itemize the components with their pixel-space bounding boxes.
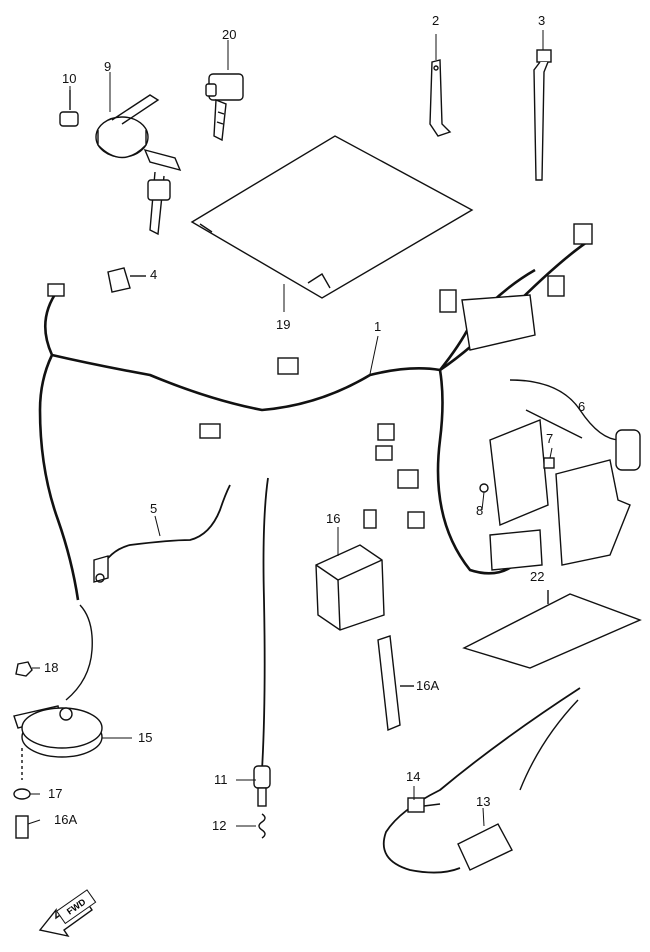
relay-part-16 [315,544,385,631]
clip-part-4 [107,267,146,293]
callout-10: 10 [62,71,77,86]
callout-18: 17 [48,786,63,801]
fuse-box-part-6 [479,379,641,571]
callout-2: 2 [432,13,440,28]
callout-21: 20 [222,27,237,42]
lead-wire-part-13 [382,687,581,874]
callout-3: 3 [538,13,546,28]
callout-11: 11 [214,772,228,787]
callout-16: 16 [326,511,341,526]
callout-16a: 16A [416,678,440,693]
switch-part-11 [253,477,271,839]
clamp-part-2 [429,59,452,137]
callout-1: 1 [374,319,382,334]
callout-7: 7 [546,431,554,446]
callout-9: 9 [104,59,112,74]
callout-20: 19 [276,317,291,332]
cable-tie-part-3 [533,49,552,181]
callout-13: 13 [476,794,491,809]
pad-part-22 [462,590,642,669]
callout-5: 5 [150,501,158,516]
callout-17: 16A [54,812,78,827]
callout-19: 18 [44,660,59,675]
callout-15: 15 [138,730,153,745]
callout-4: 4 [150,267,158,282]
callout-8: 8 [476,503,484,518]
fastener-parts-17-19 [13,661,33,839]
callout-6: 6 [578,399,586,414]
callout-12: 12 [212,818,227,833]
harness-connectors [47,223,593,529]
label-sheet-part-20 [190,135,474,299]
horn-part-15 [13,604,103,758]
callout-22: 22 [530,569,545,584]
leader-lines [27,30,553,827]
wire-lead-part-5 [93,484,231,583]
key-part-21 [205,73,244,142]
leader-line-part-6 [525,409,583,439]
callout-14: 14 [406,769,421,784]
ignition-switch-part-9 [59,90,182,236]
bracket-part-16a [377,635,414,732]
